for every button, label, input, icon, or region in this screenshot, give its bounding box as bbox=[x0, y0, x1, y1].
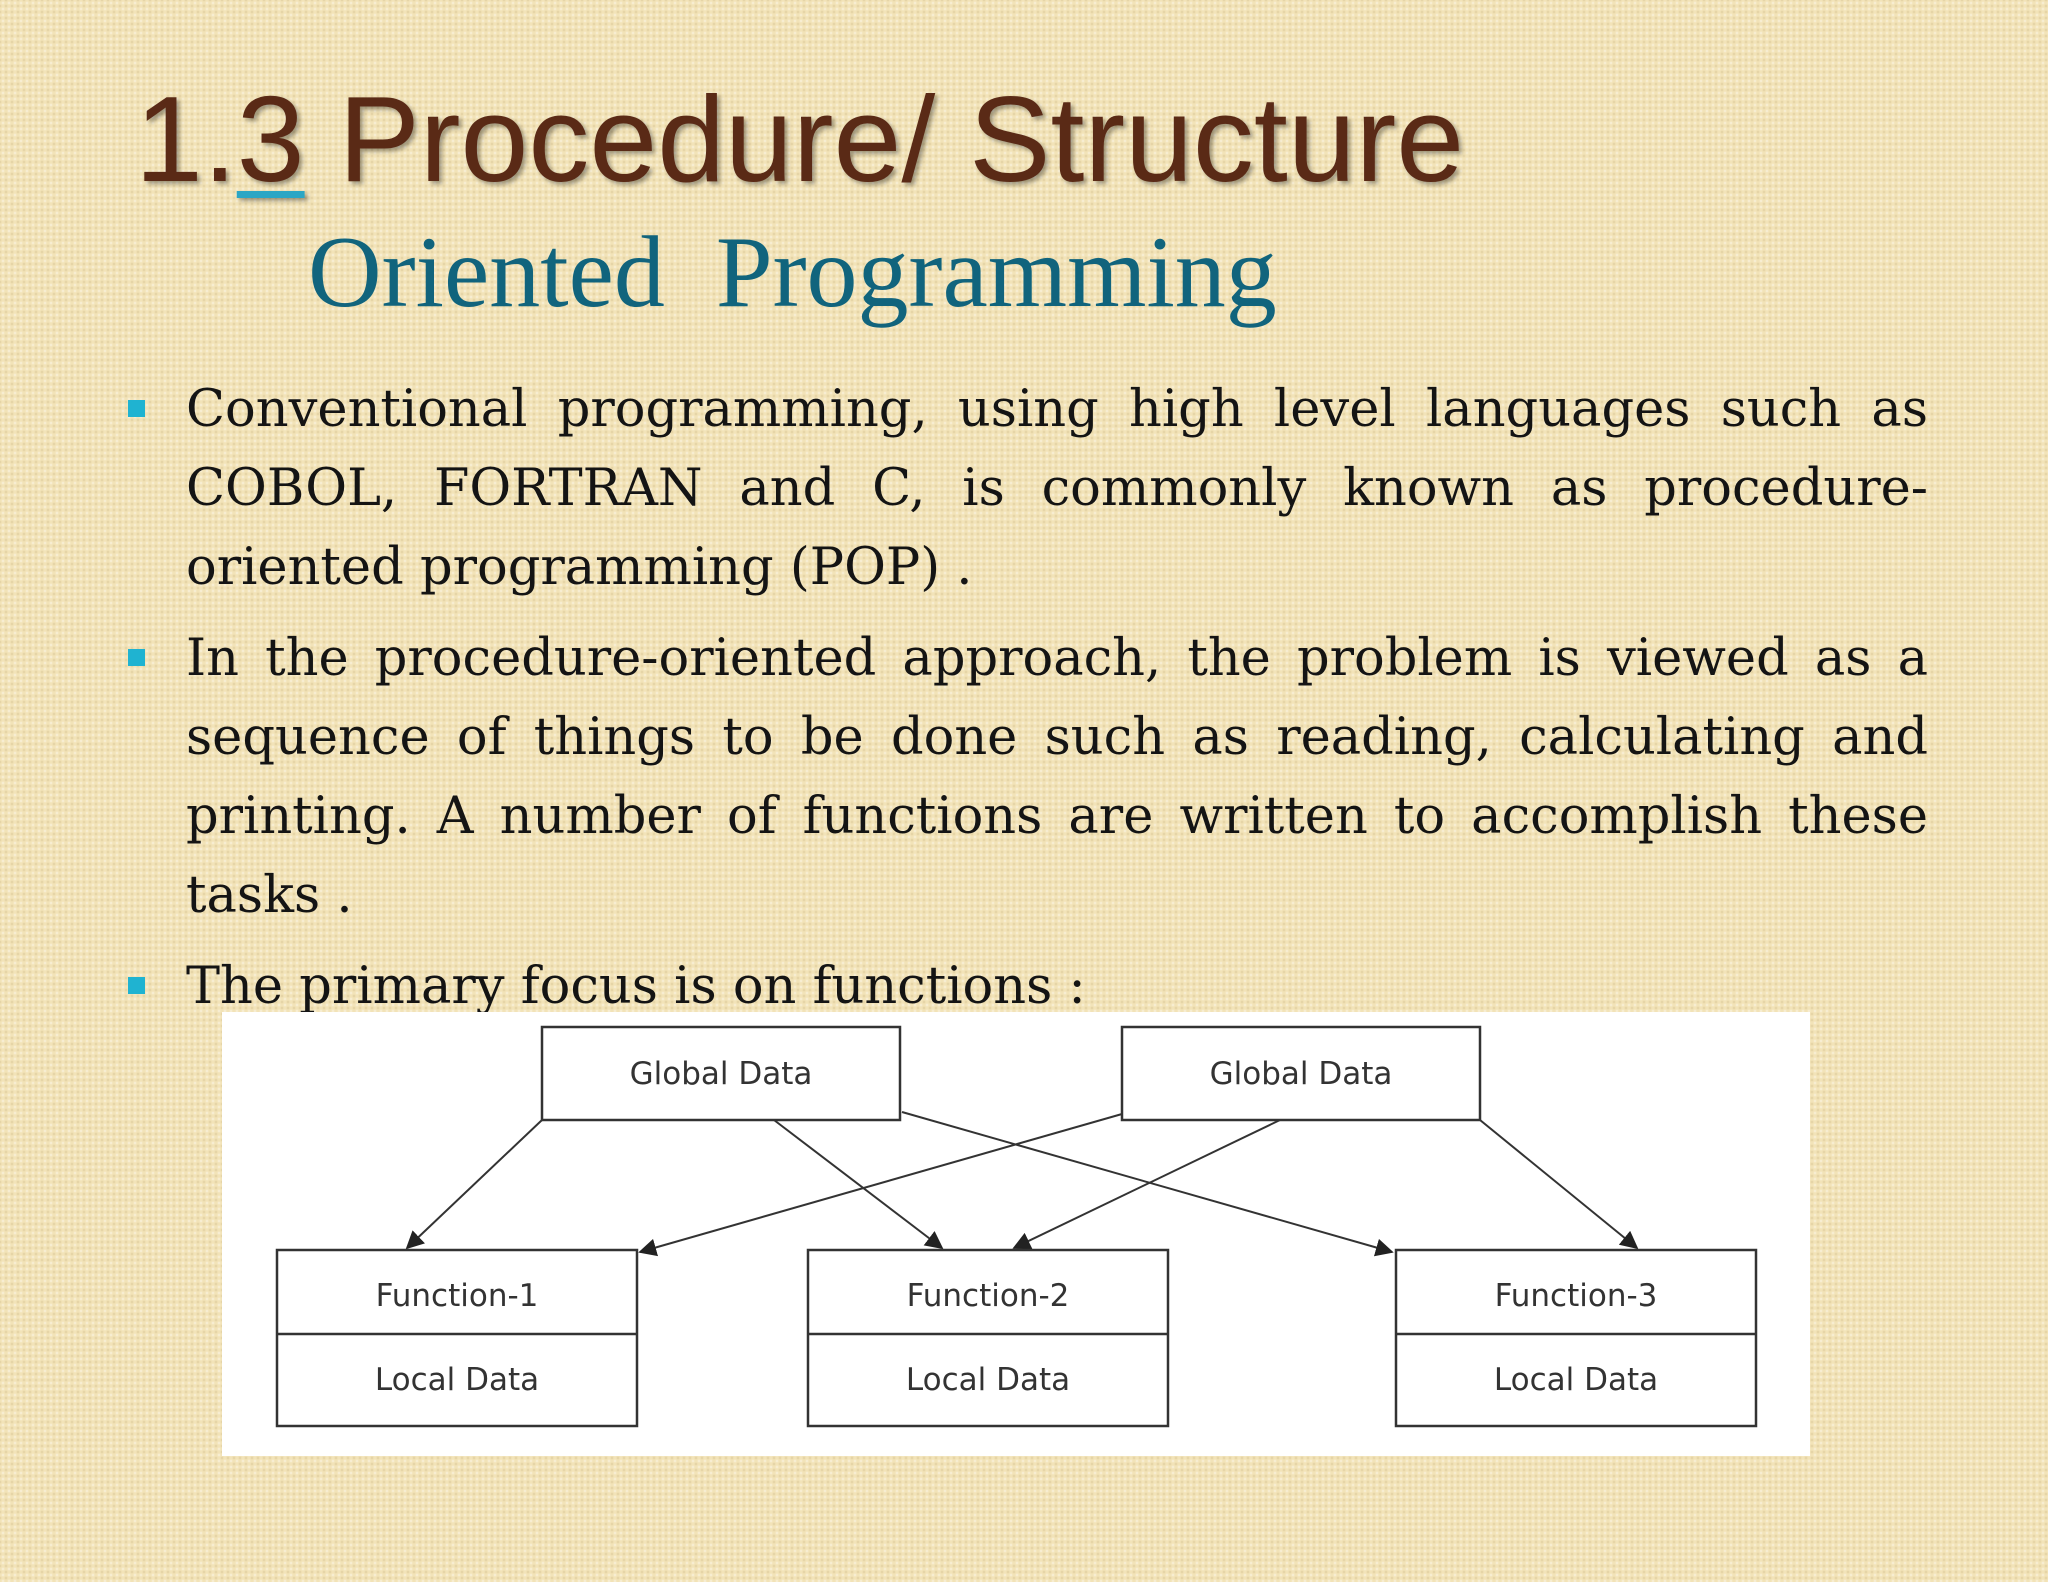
pop-structure-diagram: Global Data Global Data Function-1 Local… bbox=[222, 1012, 1810, 1456]
local-data-label: Local Data bbox=[1494, 1362, 1658, 1398]
function-name: Function-1 bbox=[376, 1278, 539, 1314]
function-box-2: Function-2 Local Data bbox=[806, 1248, 1170, 1428]
slide-title: 1.3 Procedure/ Structure bbox=[135, 78, 1464, 200]
bullet-text: Conventional programming, using high lev… bbox=[186, 380, 1945, 597]
bullet-text: The primary focus is on functions : bbox=[186, 957, 1086, 1016]
function-box-1: Function-1 Local Data bbox=[275, 1248, 639, 1428]
bullet-text: In the procedure-oriented approach, the … bbox=[186, 629, 1961, 925]
arrow-global-right-to-function-2 bbox=[1012, 1119, 1281, 1250]
local-data-label: Local Data bbox=[375, 1362, 539, 1398]
title-section-number: 3 bbox=[236, 71, 305, 207]
bullet-item: Conventional programming, using high lev… bbox=[128, 370, 1928, 607]
arrow-global-left-to-function-3 bbox=[901, 1111, 1394, 1257]
function-name: Function-3 bbox=[1495, 1278, 1658, 1314]
diagram-canvas: Global Data Global Data Function-1 Local… bbox=[275, 1025, 1758, 1428]
title-main-text: Procedure/ Structure bbox=[304, 71, 1465, 207]
local-data-label: Local Data bbox=[906, 1362, 1070, 1398]
square-bullet-icon bbox=[128, 400, 145, 417]
global-data-box-left: Global Data bbox=[540, 1025, 902, 1122]
arrow-global-left-to-function-2 bbox=[773, 1119, 944, 1250]
title-prefix: 1. bbox=[135, 71, 237, 207]
function-name: Function-2 bbox=[907, 1278, 1070, 1314]
diagram-arrows bbox=[405, 1111, 1639, 1257]
global-data-label: Global Data bbox=[1210, 1056, 1393, 1092]
global-data-label: Global Data bbox=[630, 1056, 813, 1092]
arrow-global-right-to-function-1 bbox=[638, 1113, 1123, 1257]
bullet-list: Conventional programming, using high lev… bbox=[128, 370, 1928, 1038]
slide-subtitle: Oriented Programming bbox=[308, 216, 1277, 329]
bullet-item: In the procedure-oriented approach, the … bbox=[128, 619, 1928, 935]
global-data-box-right: Global Data bbox=[1120, 1025, 1482, 1122]
arrow-global-right-to-function-3 bbox=[1479, 1119, 1639, 1250]
bullet-item: The primary focus is on functions : bbox=[128, 947, 1928, 1026]
function-box-3: Function-3 Local Data bbox=[1394, 1248, 1758, 1428]
square-bullet-icon bbox=[128, 977, 145, 994]
square-bullet-icon bbox=[128, 649, 145, 666]
arrow-global-left-to-function-1 bbox=[405, 1119, 543, 1250]
